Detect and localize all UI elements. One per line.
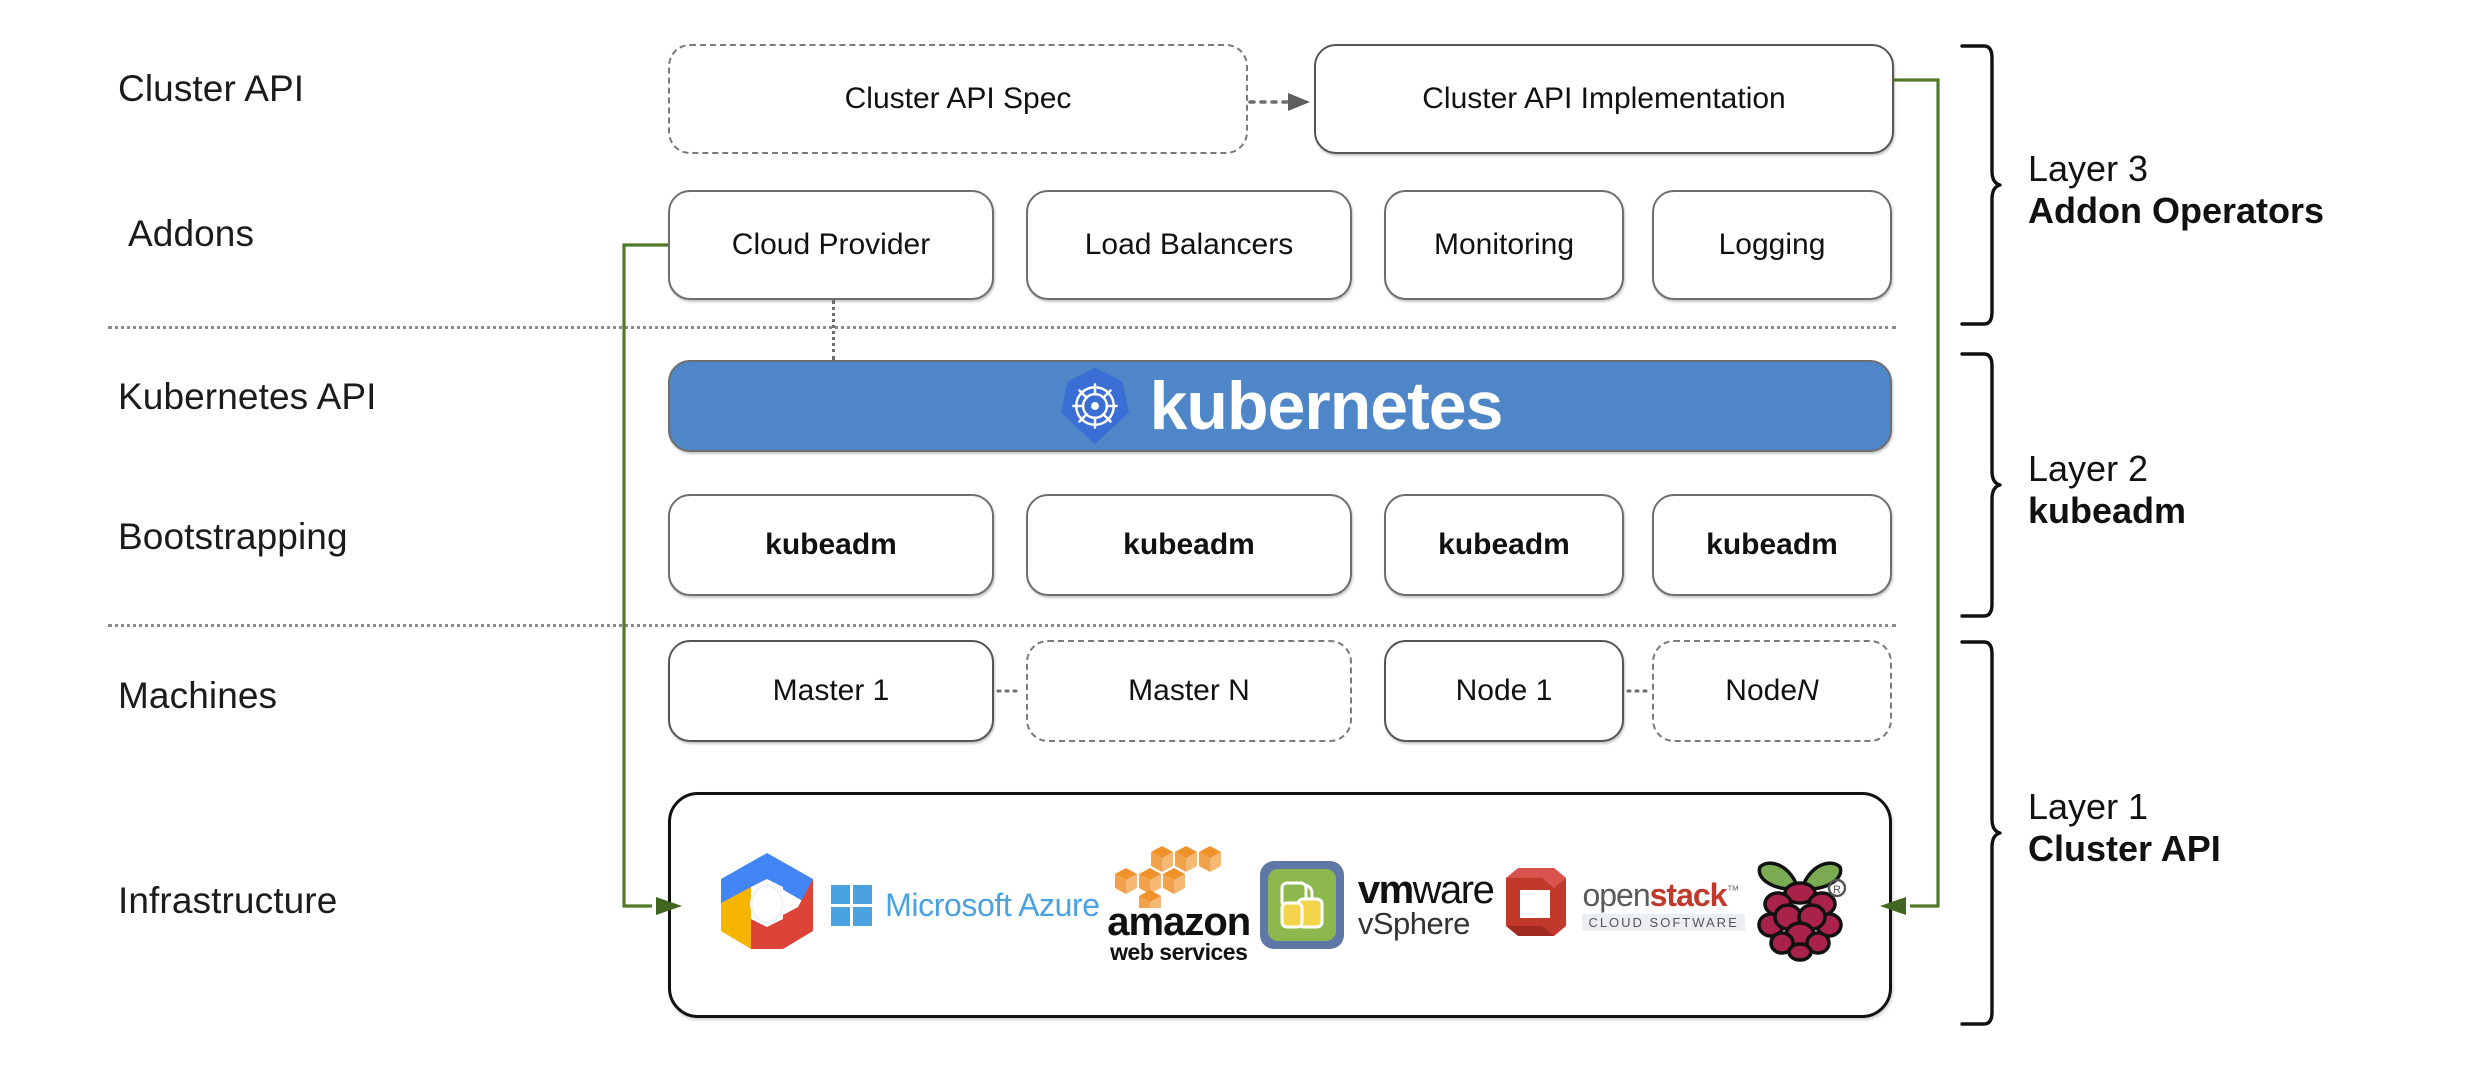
- machine-label: Master 1: [772, 674, 890, 707]
- raspberry-pi-logo: R: [1757, 861, 1847, 962]
- provider-raspberry-pi[interactable]: R: [1748, 847, 1852, 963]
- vsphere-sublabel: vSphere: [1357, 906, 1470, 942]
- aws-sublabel: web services: [1110, 938, 1248, 965]
- layer-2-line1: Layer 2: [2028, 448, 2149, 489]
- openstack-text: openstack™ CLOUD SOFTWARE: [1582, 877, 1745, 931]
- flow-implementation-to-infrastructure: [1894, 78, 1940, 908]
- registered-trademark-icon: R: [1827, 878, 1847, 898]
- bootstrap-label: kubeadm: [765, 528, 897, 561]
- bootstrap-box-1[interactable]: kubeadm: [668, 494, 994, 596]
- dotted-arrow-right-icon: [1248, 93, 1310, 111]
- addon-label: Cloud Provider: [731, 228, 931, 261]
- layer-1-brace: [1960, 640, 2002, 1026]
- cluster-api-spec-box[interactable]: Cluster API Spec: [668, 44, 1248, 154]
- machine-box-master-n[interactable]: Master N: [1026, 640, 1352, 742]
- layer-separator-top: [108, 326, 1896, 329]
- azure-wordmark: Microsoft Azure: [885, 886, 1100, 923]
- bootstrap-label: kubeadm: [1123, 528, 1255, 561]
- provider-vmware-vsphere[interactable]: vmware vSphere: [1258, 859, 1495, 951]
- bootstrap-box-4[interactable]: kubeadm: [1652, 494, 1892, 596]
- bootstrap-box-3[interactable]: kubeadm: [1384, 494, 1624, 596]
- machine-label: Node: [1725, 674, 1798, 707]
- openstack-wordmark: openstack™: [1582, 877, 1739, 913]
- layer-2-brace: [1960, 352, 2002, 618]
- aws-wordmark: amazon: [1107, 900, 1251, 945]
- provider-openstack[interactable]: openstack™ CLOUD SOFTWARE: [1496, 864, 1745, 946]
- machine-box-node-1[interactable]: Node 1: [1384, 640, 1624, 742]
- cluster-api-spec-label: Cluster API Spec: [844, 82, 1072, 115]
- vmware-wordmark: vmware: [1357, 868, 1495, 913]
- provider-microsoft-azure[interactable]: Microsoft Azure: [829, 882, 1100, 928]
- openstack-stack-part: stack: [1649, 877, 1728, 913]
- layer-1-line1: Layer 1: [2028, 786, 2149, 827]
- machine-label: Node 1: [1455, 674, 1553, 707]
- vmware-bold-part: vm: [1357, 868, 1414, 913]
- infrastructure-box[interactable]: Microsoft Azure: [668, 792, 1892, 1018]
- addon-box-load-balancers[interactable]: Load Balancers: [1026, 190, 1352, 300]
- row-label-addons: Addons: [128, 213, 255, 254]
- machine-label: Master N: [1128, 674, 1250, 707]
- machine-box-node-n[interactable]: Node N: [1652, 640, 1892, 742]
- vmware-light-part: ware: [1412, 868, 1495, 913]
- openstack-open-part: open: [1582, 877, 1650, 913]
- openstack-trademark: ™: [1726, 882, 1739, 898]
- google-cloud-platform-logo: [721, 853, 814, 949]
- cluster-api-implementation-label: Cluster API Implementation: [1422, 82, 1786, 115]
- row-label-infrastructure: Infrastructure: [118, 880, 338, 921]
- machines-ellipsis-connector-2-icon: [1626, 689, 1654, 693]
- bootstrap-box-2[interactable]: kubeadm: [1026, 494, 1352, 596]
- addon-label: Monitoring: [1433, 228, 1575, 261]
- addon-box-monitoring[interactable]: Monitoring: [1384, 190, 1624, 300]
- layer-3-line1: Layer 3: [2028, 148, 2149, 189]
- openstack-cube-icon: [1506, 868, 1567, 936]
- addon-label: Load Balancers: [1084, 228, 1294, 261]
- provider-google-cloud[interactable]: [708, 849, 826, 961]
- cloud-provider-to-kubernetes-connector: [832, 300, 835, 360]
- kubernetes-wordmark: kubernetes: [1149, 368, 1504, 444]
- row-label-cluster-api: Cluster API: [118, 68, 305, 109]
- bootstrap-label: kubeadm: [1438, 528, 1570, 561]
- cluster-api-implementation-box[interactable]: Cluster API Implementation: [1314, 44, 1894, 154]
- vmware-text: vmware vSphere: [1357, 868, 1495, 942]
- addon-box-logging[interactable]: Logging: [1652, 190, 1892, 300]
- row-label-kubernetes-api: Kubernetes API: [118, 376, 377, 417]
- provider-amazon-web-services[interactable]: amazon web services: [1103, 846, 1255, 964]
- machines-ellipsis-connector-1-icon: [996, 689, 1024, 693]
- kubernetes-helm-wheel-icon: [1060, 367, 1129, 445]
- machine-box-master-1[interactable]: Master 1: [668, 640, 994, 742]
- microsoft-windows-icon: [831, 885, 873, 926]
- kubernetes-banner[interactable]: kubernetes: [668, 360, 1892, 452]
- layer-3-brace: [1960, 44, 2002, 326]
- layer-2-label: Layer 2 kubeadm: [2028, 448, 2186, 533]
- vsphere-icon: [1259, 861, 1344, 949]
- layer-1-label: Layer 1 Cluster API: [2028, 786, 2221, 871]
- bootstrap-label: kubeadm: [1706, 528, 1838, 561]
- openstack-sublabel: CLOUD SOFTWARE: [1582, 914, 1745, 931]
- svg-text:R: R: [1833, 884, 1841, 896]
- layer-3-line2: Addon Operators: [2028, 190, 2325, 232]
- layer-separator-bottom: [108, 624, 1896, 627]
- layer-2-line2: kubeadm: [2028, 490, 2187, 532]
- layer-1-line2: Cluster API: [2028, 828, 2221, 870]
- layer-3-label: Layer 3 Addon Operators: [2028, 148, 2324, 233]
- addon-label: Logging: [1718, 228, 1826, 261]
- flow-cloud-provider-to-infrastructure: [622, 243, 668, 908]
- aws-boxes-icon: [1114, 846, 1221, 909]
- machine-label-italic: N: [1797, 674, 1819, 707]
- addon-box-cloud-provider[interactable]: Cloud Provider: [668, 190, 994, 300]
- row-label-machines: Machines: [118, 675, 278, 716]
- row-label-bootstrapping: Bootstrapping: [118, 516, 348, 557]
